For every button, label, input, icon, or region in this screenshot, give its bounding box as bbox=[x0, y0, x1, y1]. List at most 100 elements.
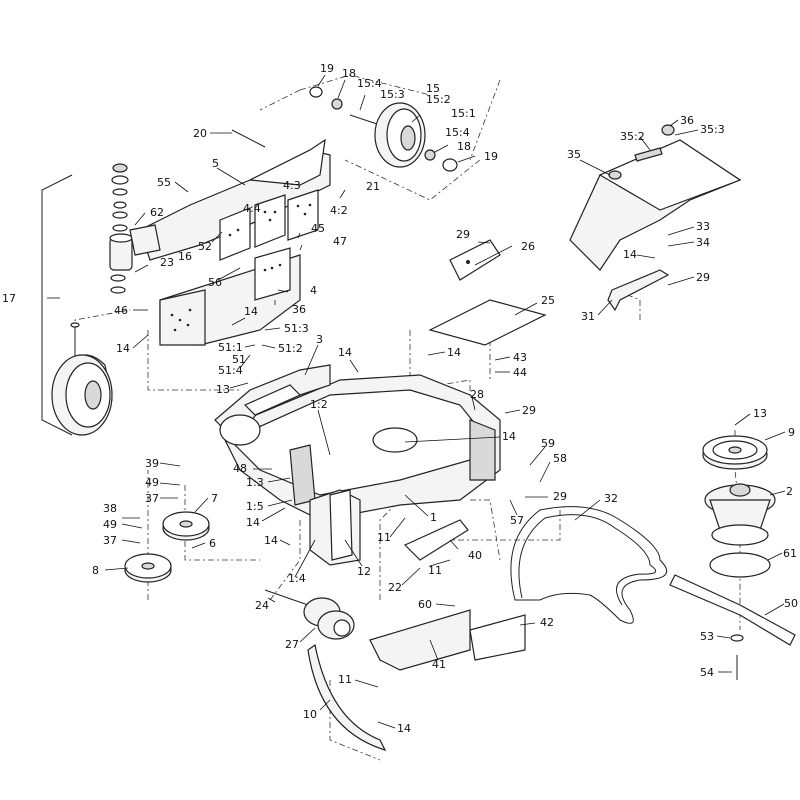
callout-23: 23 bbox=[160, 256, 174, 269]
callout-11: 11 bbox=[338, 673, 352, 686]
callout-37: 37 bbox=[145, 492, 159, 505]
callout-4-3: 4:3 bbox=[283, 179, 301, 192]
callout-4-4: 4:4 bbox=[243, 202, 261, 215]
callout-17: 17 bbox=[2, 292, 16, 305]
skid-10 bbox=[307, 643, 387, 751]
callout-14: 14 bbox=[623, 248, 637, 261]
deck-frame-1 bbox=[219, 374, 501, 566]
callout-42: 42 bbox=[540, 616, 554, 629]
callout-15-1: 15:1 bbox=[451, 107, 476, 120]
spindle-housing-2 bbox=[704, 483, 776, 546]
callout-47: 47 bbox=[333, 235, 347, 248]
callout-6: 6 bbox=[209, 537, 216, 550]
callout-29: 29 bbox=[553, 490, 567, 503]
callout-21: 21 bbox=[366, 180, 380, 193]
cover-bracket-31 bbox=[607, 269, 670, 312]
callout-19: 19 bbox=[320, 62, 334, 75]
callout-51-4: 51:4 bbox=[218, 364, 243, 377]
callout-48: 48 bbox=[233, 462, 247, 475]
callout-1-3: 1:3 bbox=[246, 476, 264, 489]
plate-42 bbox=[469, 614, 526, 661]
callout-29: 29 bbox=[456, 228, 470, 241]
callout-35-2: 35:2 bbox=[620, 130, 645, 143]
plate-25 bbox=[428, 299, 547, 346]
callout-14: 14 bbox=[264, 534, 278, 547]
callout-46: 46 bbox=[114, 304, 128, 317]
callout-51-3: 51:3 bbox=[284, 322, 309, 335]
callout-5: 5 bbox=[212, 157, 219, 170]
callout-12: 12 bbox=[357, 565, 371, 578]
callout-14: 14 bbox=[244, 305, 258, 318]
belt-32 bbox=[510, 506, 668, 624]
callout-45: 45 bbox=[311, 222, 325, 235]
callout-55: 55 bbox=[157, 176, 171, 189]
callout-41: 41 bbox=[432, 658, 446, 671]
callout-13: 13 bbox=[753, 407, 767, 420]
callout-34: 34 bbox=[696, 236, 710, 249]
callout-37: 37 bbox=[103, 534, 117, 547]
plate-26 bbox=[449, 239, 501, 281]
callout-38: 38 bbox=[103, 502, 117, 515]
callout-labels: 19 18 15:4 15:3 15 15:2 15:1 15:4 18 19 … bbox=[2, 62, 798, 735]
roller-27 bbox=[303, 597, 355, 640]
callout-22: 22 bbox=[388, 581, 402, 594]
callout-59: 59 bbox=[541, 437, 555, 450]
spindle-pulley-9 bbox=[702, 435, 768, 470]
callout-14: 14 bbox=[246, 516, 260, 529]
callout-7: 7 bbox=[211, 492, 218, 505]
callout-14: 14 bbox=[447, 346, 461, 359]
callout-31: 31 bbox=[581, 310, 595, 323]
callout-4-2: 4:2 bbox=[330, 204, 348, 217]
callout-51: 51 bbox=[232, 353, 246, 366]
callout-29: 29 bbox=[522, 404, 536, 417]
washer-53 bbox=[730, 634, 744, 642]
callout-27: 27 bbox=[285, 638, 299, 651]
callout-28: 28 bbox=[470, 388, 484, 401]
callout-62: 62 bbox=[150, 206, 164, 219]
height-adjust-plates bbox=[159, 189, 319, 346]
belt-cover-35 bbox=[569, 124, 742, 271]
callout-50: 50 bbox=[784, 597, 798, 610]
callout-32: 32 bbox=[604, 492, 618, 505]
callout-25: 25 bbox=[541, 294, 555, 307]
callout-49: 49 bbox=[103, 518, 117, 531]
callout-14: 14 bbox=[502, 430, 516, 443]
baffle-40 bbox=[403, 519, 469, 561]
callout-2: 2 bbox=[786, 485, 793, 498]
callout-20: 20 bbox=[193, 127, 207, 140]
callout-4: 4 bbox=[310, 284, 317, 297]
callout-19: 19 bbox=[484, 150, 498, 163]
callout-36: 36 bbox=[680, 114, 694, 127]
callout-57: 57 bbox=[510, 514, 524, 527]
callout-15-2: 15:2 bbox=[426, 93, 451, 106]
callout-1-5: 1:5 bbox=[246, 500, 264, 513]
callout-35: 35 bbox=[567, 148, 581, 161]
idler-pulley-7 bbox=[162, 511, 210, 541]
callout-11: 11 bbox=[377, 531, 391, 544]
baffle-41 bbox=[369, 609, 471, 671]
front-baffle-3 bbox=[214, 364, 331, 446]
callout-13: 13 bbox=[216, 383, 230, 396]
callout-26: 26 bbox=[521, 240, 535, 253]
callout-3: 3 bbox=[316, 333, 323, 346]
idler-pulley-8 bbox=[124, 553, 172, 583]
callout-29: 29 bbox=[696, 271, 710, 284]
callout-18: 18 bbox=[342, 67, 356, 80]
callout-39: 39 bbox=[145, 457, 159, 470]
callout-36: 36 bbox=[292, 303, 306, 316]
callout-61: 61 bbox=[783, 547, 797, 560]
callout-10: 10 bbox=[303, 708, 317, 721]
callout-44: 44 bbox=[513, 366, 527, 379]
callout-49: 49 bbox=[145, 476, 159, 489]
shield-61 bbox=[709, 552, 771, 578]
bolt-20 bbox=[231, 129, 266, 148]
callout-14: 14 bbox=[338, 346, 352, 359]
callout-1-2: 1:2 bbox=[310, 398, 328, 411]
callout-54: 54 bbox=[700, 666, 714, 679]
callout-15-4: 15:4 bbox=[357, 77, 382, 90]
callout-16: 16 bbox=[178, 250, 192, 263]
frame-bracket-5 bbox=[129, 138, 331, 261]
callout-15: 15 bbox=[426, 82, 440, 95]
callout-56: 56 bbox=[208, 276, 222, 289]
callout-51-1: 51:1 bbox=[218, 341, 243, 354]
